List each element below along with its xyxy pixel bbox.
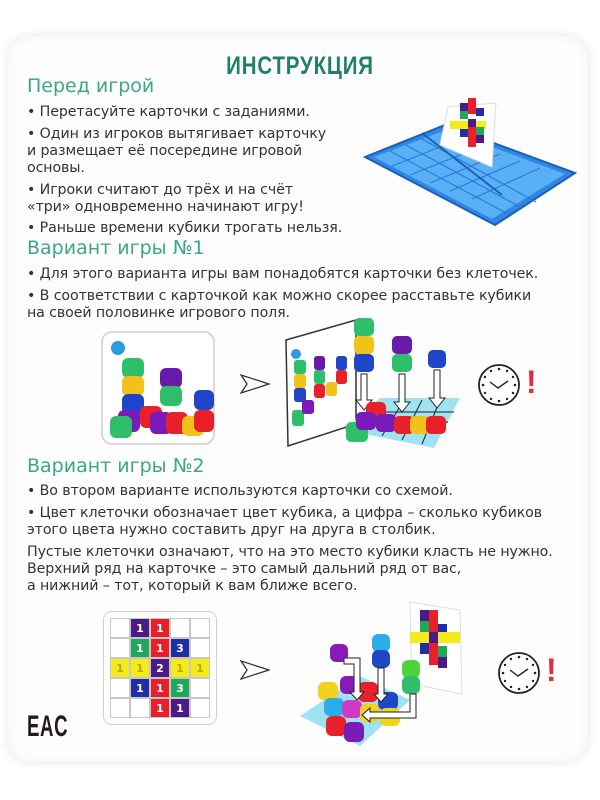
- scheme-cell: 1: [130, 678, 150, 698]
- scheme-cell: [170, 618, 190, 638]
- tilted-card-image: [285, 319, 357, 448]
- scheme-cell: 1: [170, 698, 190, 718]
- heading-variant-2: Вариант игры №2: [27, 455, 205, 477]
- before-line-1: • Перетасуйте карточки с заданиями.: [27, 104, 310, 120]
- before-line-6: «три» одновременно начинают игру!: [27, 199, 304, 215]
- scheme-cell: [110, 638, 130, 658]
- scheme-cell: 3: [170, 678, 190, 698]
- before-line-4: основы.: [27, 160, 85, 176]
- variant2-line-3: этого цвета нужно составить друг на друг…: [27, 522, 436, 538]
- scheme-cell: [110, 678, 130, 698]
- cubes-on-grid-with-card-image: [300, 601, 463, 746]
- scheme-cell: [110, 618, 130, 638]
- scheme-cell: [190, 678, 210, 698]
- before-line-7: • Раньше времени кубики трогать нельзя.: [27, 220, 343, 236]
- variant1-line-1: • Для этого варианта игры вам понадобятс…: [27, 266, 539, 282]
- scheme-cell: 2: [150, 658, 170, 678]
- scheme-cell: 1: [150, 698, 170, 718]
- scheme-cell: 1: [150, 618, 170, 638]
- cubes-on-grid-image: [344, 318, 460, 448]
- scheme-cell: 1: [150, 678, 170, 698]
- heading-variant-1: Вариант игры №1: [27, 237, 205, 259]
- scheme-cell: 1: [130, 658, 150, 678]
- page-title: ИНСТРУКЦИЯ: [226, 52, 374, 80]
- scheme-cell: 1: [150, 638, 170, 658]
- eac-certification-mark: EAC: [27, 710, 69, 743]
- scheme-cell: [130, 698, 150, 718]
- clock-icon: [478, 364, 520, 406]
- arrow-right-icon: [240, 374, 270, 394]
- scheme-cell: 1: [110, 658, 130, 678]
- before-line-3: и размещает её посередине игровой: [27, 143, 303, 159]
- scheme-cell: [190, 618, 210, 638]
- exclamation-icon: !: [546, 652, 557, 688]
- arrow-right-icon: [240, 660, 270, 680]
- scheme-cell: [190, 638, 210, 658]
- scheme-cell: 1: [130, 618, 150, 638]
- scheme-cell: [110, 698, 130, 718]
- variant2-line-1: • Во втором варианте используются карточ…: [27, 483, 453, 499]
- exclamation-icon: !: [526, 364, 537, 400]
- scheme-cell: 3: [170, 638, 190, 658]
- clock-icon: [498, 652, 540, 694]
- variant2-line-4: Пустые клеточки означают, что на это мес…: [27, 544, 553, 560]
- variant2-line-6: а нижний – тот, который к вам ближе всег…: [27, 578, 358, 594]
- heading-before-game: Перед игрой: [27, 75, 155, 97]
- variant2-line-5: Верхний ряд на карточке – это самый даль…: [27, 561, 462, 577]
- cube-card-image: [101, 331, 215, 445]
- game-board-image: [362, 98, 578, 227]
- variant1-line-2: • В соответствии с карточкой как можно с…: [27, 288, 532, 304]
- scheme-cell: 1: [130, 638, 150, 658]
- before-line-5: • Игроки считают до трёх и на счёт: [27, 182, 293, 198]
- variant2-line-2: • Цвет клеточки обозначает цвет кубика, …: [27, 505, 543, 521]
- before-line-2: • Один из игроков вытягивает карточку: [27, 126, 327, 142]
- scheme-cell: 1: [190, 658, 210, 678]
- scheme-cell: [190, 698, 210, 718]
- scheme-cell: 1: [170, 658, 190, 678]
- variant1-line-3: на своей половинке игрового поля.: [27, 305, 290, 321]
